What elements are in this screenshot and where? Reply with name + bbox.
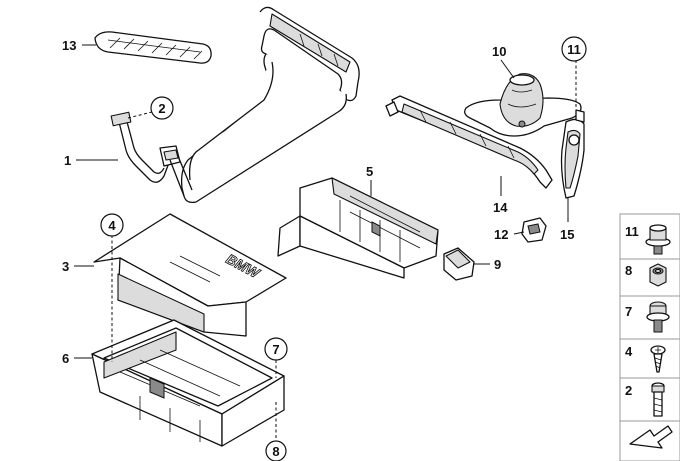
callout-9: 9 xyxy=(494,257,501,272)
part-9-clip xyxy=(443,247,475,281)
callout-8: 8 xyxy=(265,440,287,461)
leader-10 xyxy=(500,59,515,79)
svg-text:4: 4 xyxy=(625,344,633,359)
callout-5: 5 xyxy=(366,164,373,179)
callout-14: 14 xyxy=(493,200,508,215)
callout-4: 4 xyxy=(100,213,124,237)
svg-text:8: 8 xyxy=(625,263,632,278)
svg-text:4: 4 xyxy=(108,218,116,233)
svg-text:11: 11 xyxy=(567,42,581,57)
svg-text:7: 7 xyxy=(272,342,279,357)
callout-13: 13 xyxy=(62,38,76,53)
legend-item-8: 8 xyxy=(625,263,667,287)
collar-bolt-icon xyxy=(646,301,670,333)
flange-bolt-icon xyxy=(645,224,671,255)
callout-7: 7 xyxy=(264,337,288,361)
legend-item-2: 2 xyxy=(625,382,665,417)
svg-text:2: 2 xyxy=(158,101,165,116)
svg-text:2: 2 xyxy=(625,383,632,398)
part-14-rail xyxy=(385,95,553,189)
part-15-bracket xyxy=(560,109,585,199)
part-10-wheel-mount xyxy=(464,73,582,137)
callout-2: 2 xyxy=(150,96,174,120)
placement-line-2 xyxy=(127,111,153,119)
callout-10: 10 xyxy=(492,44,506,59)
part-5-bracket-box xyxy=(277,177,439,279)
fastener-legend: 11 8 7 xyxy=(619,213,680,461)
svg-text:8: 8 xyxy=(272,444,279,459)
rotate-arrow-icon xyxy=(629,425,673,449)
legend-item-11: 11 xyxy=(625,224,671,255)
part-12-fitting xyxy=(521,217,547,243)
callout-11: 11 xyxy=(561,36,587,62)
legend-item-4: 4 xyxy=(625,344,666,373)
part-6-tray xyxy=(91,319,285,447)
screw-icon xyxy=(650,345,666,373)
svg-text:11: 11 xyxy=(625,224,639,239)
callout-12: 12 xyxy=(494,227,508,242)
callout-6: 6 xyxy=(62,351,69,366)
hex-socket-bolt-icon xyxy=(651,382,665,417)
callout-1: 1 xyxy=(64,153,71,168)
callout-3: 3 xyxy=(62,259,69,274)
part-1-strap-frame xyxy=(110,6,360,204)
part-13-grille-strip xyxy=(94,31,212,64)
legend-item-7: 7 xyxy=(625,301,670,333)
part-3-lid: BMW xyxy=(93,213,287,337)
hex-nut-icon xyxy=(649,263,667,287)
svg-text:7: 7 xyxy=(625,304,632,319)
callout-15: 15 xyxy=(560,227,574,242)
leader-12 xyxy=(513,231,525,235)
